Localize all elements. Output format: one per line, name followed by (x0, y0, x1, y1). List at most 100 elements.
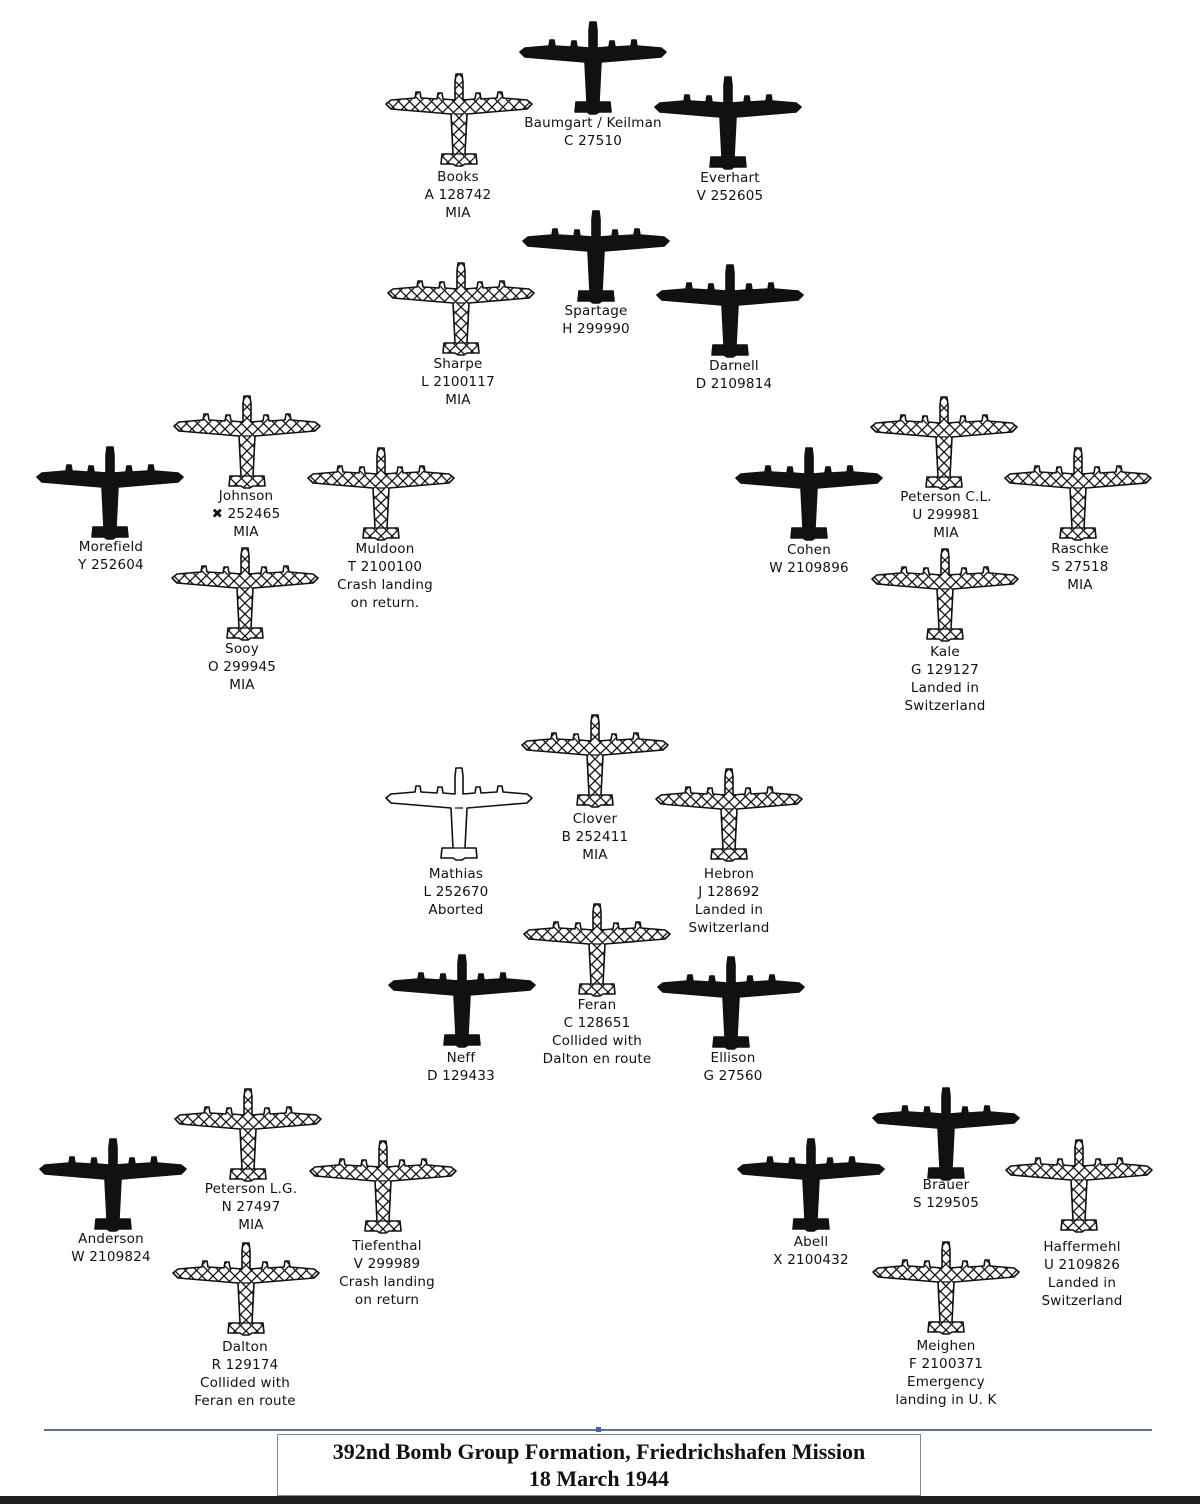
aircraft-status: Crash landing (337, 577, 433, 593)
aircraft-status: MIA (582, 847, 608, 863)
aircraft-crosshatched-icon (171, 547, 319, 641)
pilot-name: Feran (577, 997, 617, 1013)
aircraft-status: landing in U. K (895, 1392, 997, 1408)
aircraft-crosshatched-icon (172, 1242, 320, 1336)
aircraft-serial: C 128651 (563, 1015, 631, 1031)
aircraft-crosshatched-icon (307, 447, 455, 541)
aircraft-serial: V 252605 (696, 188, 764, 204)
aircraft-serial: U 299981 (912, 507, 980, 523)
aircraft-crosshatched-icon (1004, 447, 1152, 541)
aircraft-serial: S 129505 (913, 1195, 979, 1211)
aircraft-serial: R 129174 (211, 1357, 279, 1373)
aircraft-solid-icon (388, 954, 536, 1048)
pilot-name: Sharpe (433, 356, 483, 372)
aircraft-solid-icon (654, 76, 802, 170)
aircraft-label: Spartage H 299990 (562, 302, 630, 338)
aircraft-solid-icon (737, 1138, 885, 1232)
aircraft-crosshatched-icon (523, 903, 671, 997)
pilot-name: Anderson (78, 1231, 144, 1247)
aircraft-serial: T 2100100 (347, 559, 423, 575)
pilot-name: Peterson L.G. (204, 1181, 298, 1197)
aircraft-serial: X 2100432 (773, 1252, 849, 1268)
aircraft-outline-icon (385, 767, 533, 861)
pilot-name: Ellison (710, 1050, 756, 1066)
aircraft-status: MIA (445, 205, 471, 221)
aircraft-serial: H 299990 (562, 321, 630, 337)
taskbar (0, 1496, 1200, 1504)
aircraft-status: MIA (933, 525, 959, 541)
aircraft-label: Brauer S 129505 (913, 1176, 979, 1212)
pilot-name: Baumgart / Keilman (524, 115, 662, 131)
aircraft-serial: F 2100371 (909, 1356, 983, 1372)
aircraft-status: MIA (233, 524, 259, 540)
aircraft-serial: G 27560 (703, 1068, 763, 1084)
aircraft-status: Landed in (694, 902, 764, 918)
aircraft-label: Ellison G 27560 (703, 1049, 762, 1085)
aircraft-serial: J 128692 (698, 884, 760, 900)
pilot-name: Neff (446, 1050, 476, 1066)
aircraft-solid-icon (519, 21, 667, 115)
pilot-name: Cohen (786, 542, 832, 558)
aircraft-status: Landed in (1047, 1275, 1117, 1291)
aircraft-label: Neff D 129433 (427, 1049, 495, 1085)
aircraft-status: MIA (1067, 577, 1093, 593)
pilot-name: Sooy (225, 641, 259, 657)
diagram-title: 392nd Bomb Group Formation, Friedrichsha… (277, 1434, 921, 1496)
pilot-name: Meighen (916, 1338, 976, 1354)
aircraft-solid-icon (522, 210, 670, 304)
pilot-name: Muldoon (355, 541, 415, 557)
pilot-name: Johnson (218, 488, 274, 504)
aircraft-serial: D 129433 (427, 1068, 495, 1084)
aircraft-crosshatched-icon (871, 548, 1019, 642)
aircraft-serial: Y 252604 (78, 557, 144, 573)
aircraft-crosshatched-icon (521, 714, 669, 808)
aircraft-crosshatched-icon (174, 1088, 322, 1182)
pilot-name: Hebron (703, 866, 755, 882)
pilot-name: Dalton (222, 1339, 268, 1355)
aircraft-solid-icon (656, 264, 804, 358)
pilot-name: Kale (930, 644, 960, 660)
aircraft-status: Dalton en route (542, 1051, 652, 1067)
pilot-name: Peterson C.L. (900, 489, 992, 505)
pilot-name: Tiefenthal (352, 1238, 422, 1254)
aircraft-solid-icon (657, 956, 805, 1050)
aircraft-serial: S 27518 (1051, 559, 1109, 575)
aircraft-serial: W 2109824 (71, 1249, 151, 1265)
pilot-name: Abell (793, 1234, 829, 1250)
title-line-1: 392nd Bomb Group Formation, Friedrichsha… (332, 1439, 866, 1464)
aircraft-serial: O 299945 (207, 659, 277, 675)
aircraft-crosshatched-icon (309, 1140, 457, 1234)
pilot-name: Mathias (428, 866, 484, 882)
aircraft-serial: L 252670 (423, 884, 489, 900)
aircraft-status: MIA (445, 392, 471, 408)
aircraft-serial: N 27497 (221, 1199, 281, 1215)
aircraft-solid-icon (735, 447, 883, 541)
aircraft-crosshatched-icon (1005, 1139, 1153, 1233)
pilot-name: Spartage (564, 303, 628, 319)
aircraft-crosshatched-icon (387, 262, 535, 356)
aircraft-status: Switzerland (688, 920, 770, 936)
pilot-name: Brauer (922, 1177, 970, 1193)
aircraft-crosshatched-icon (385, 73, 533, 167)
aircraft-status: MIA (229, 677, 255, 693)
aircraft-serial: U 2109826 (1043, 1257, 1121, 1273)
pilot-name: Haffermehl (1043, 1239, 1121, 1255)
aircraft-serial: B 252411 (561, 829, 629, 845)
pilot-name: Clover (572, 811, 618, 827)
